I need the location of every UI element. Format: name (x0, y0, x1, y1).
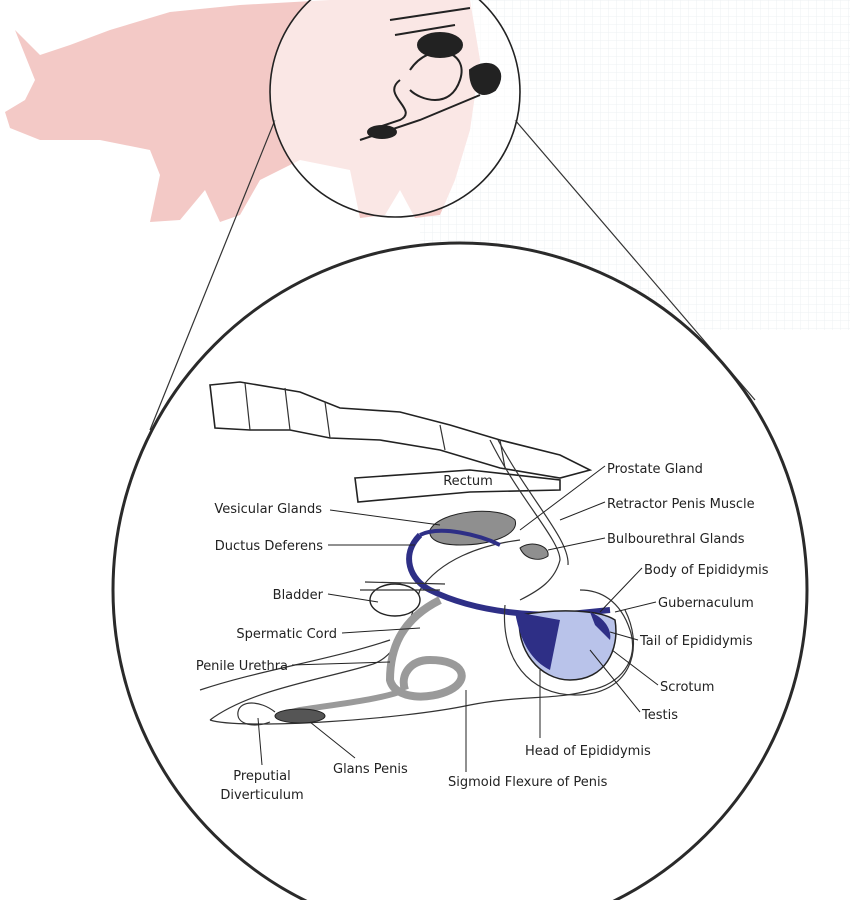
label-gubernaculum: Gubernaculum (658, 596, 754, 611)
zoom-cone-left (149, 119, 276, 431)
small-zoom-circle (269, 0, 521, 218)
label-head-of-epididymis: Head of Epididymis (525, 744, 651, 759)
label-penile-urethra: Penile Urethra (196, 659, 288, 674)
label-preputial-diverticulum-line2: Diverticulum (220, 788, 303, 803)
vesicular-glands-shape (429, 510, 516, 546)
label-vesicular-glands: Vesicular Glands (214, 502, 322, 517)
label-ductus-deferens: Ductus Deferens (215, 539, 324, 554)
label-spermatic-cord: Spermatic Cord (236, 627, 337, 642)
label-glans-penis: Glans Penis (333, 762, 408, 777)
label-scrotum: Scrotum (660, 680, 714, 695)
small-anatomy-sketch (359, 7, 502, 141)
epididymis-shape (515, 612, 611, 670)
label-retractor-penis-muscle: Retractor Penis Muscle (607, 497, 755, 512)
label-bulbourethral-glands: Bulbourethral Glands (607, 532, 745, 547)
bulbourethral-glands-shape (519, 543, 549, 560)
label-bladder: Bladder (273, 588, 324, 603)
anatomy-drawing (199, 381, 634, 726)
bladder-shape (369, 583, 421, 617)
label-tail-of-epididymis: Tail of Epididymis (639, 634, 753, 649)
rectum-shape (354, 469, 561, 503)
label-testis: Testis (641, 708, 678, 723)
label-prostate-gland: Prostate Gland (607, 462, 703, 477)
label-body-of-epididymis: Body of Epididymis (644, 563, 769, 578)
leader-lines (257, 465, 659, 772)
preputial-diverticulum-shape (237, 702, 276, 726)
label-preputial-diverticulum-line1: Preputial (233, 769, 290, 784)
label-rectum: Rectum (443, 474, 493, 489)
label-sigmoid-flexure-of-penis: Sigmoid Flexure of Penis (448, 775, 608, 790)
glans-penis-shape (274, 708, 326, 724)
